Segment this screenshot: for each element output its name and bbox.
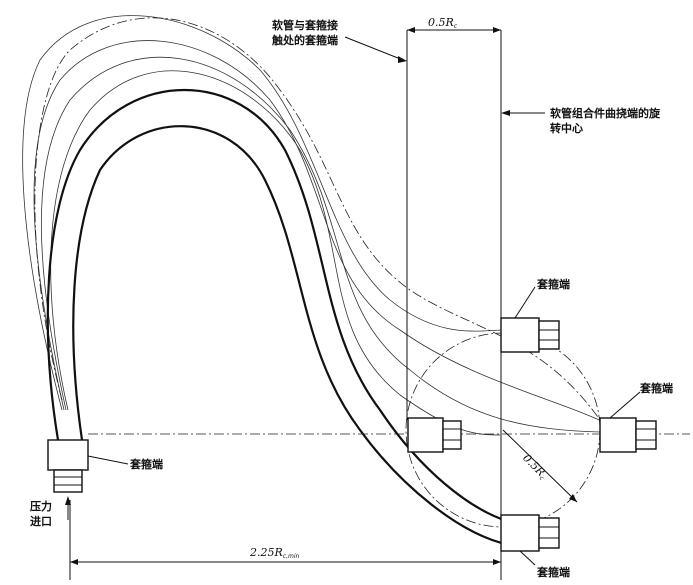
- leader-fitting-top: [514, 286, 536, 319]
- radius-dimension-line: [502, 429, 578, 503]
- top-dimension-arrow-left: [407, 27, 415, 33]
- hose-main-position: [46, 88, 511, 547]
- radius-dimension-label: 0.5Rc: [519, 452, 550, 483]
- bottom-dimension-arrow-right: [493, 559, 501, 565]
- top-dimension-arrow-right: [493, 27, 501, 33]
- label-fitting-bottom: 套箍端: [537, 565, 570, 579]
- leader-hose-contact-arrow: [398, 56, 407, 63]
- hose-position-outer-1: [22, 15, 506, 411]
- leader-fitting-right: [609, 391, 641, 419]
- fitting-right: [599, 417, 657, 453]
- leader-fitting-left: [87, 455, 129, 465]
- hose-position-dashed: [34, 17, 601, 421]
- top-dimension-label: 0.5Rc: [428, 16, 458, 30]
- label-hose-contact: 软管与套箍接 触处的套箍端: [271, 18, 342, 47]
- hose-main-outer: [46, 88, 511, 524]
- bottom-dimension-arrow-left: [70, 559, 78, 565]
- label-fitting-right: 套箍端: [640, 381, 673, 395]
- label-rotation-center: 软管组合件曲挠端的旋 转中心: [550, 106, 664, 135]
- fitting-top: [500, 317, 560, 353]
- hose-position-outer-4: [50, 70, 501, 436]
- label-pressure-inlet: 压力 进口: [30, 499, 56, 528]
- hose-position-outer-3: [41, 56, 601, 433]
- label-fitting-left: 套箍端: [130, 457, 163, 471]
- radius-dimension-arrow: [569, 494, 577, 502]
- fitting-bottom: [500, 514, 560, 552]
- hose-position-outer-2: [33, 40, 611, 426]
- leader-rotation-center-arrow: [501, 110, 510, 116]
- inlet-arrow-head: [65, 496, 71, 505]
- bottom-dimension-label: 2.25Rc,min: [249, 546, 299, 560]
- label-fitting-top: 套箍端: [537, 277, 570, 291]
- hose-alternate-positions: [22, 15, 611, 436]
- fitting-center-left: [407, 417, 462, 453]
- leader-fitting-bottom: [519, 550, 536, 566]
- fitting-left-inlet: [47, 439, 89, 493]
- hose-main-inner: [72, 125, 511, 547]
- leader-hose-contact: [344, 36, 404, 61]
